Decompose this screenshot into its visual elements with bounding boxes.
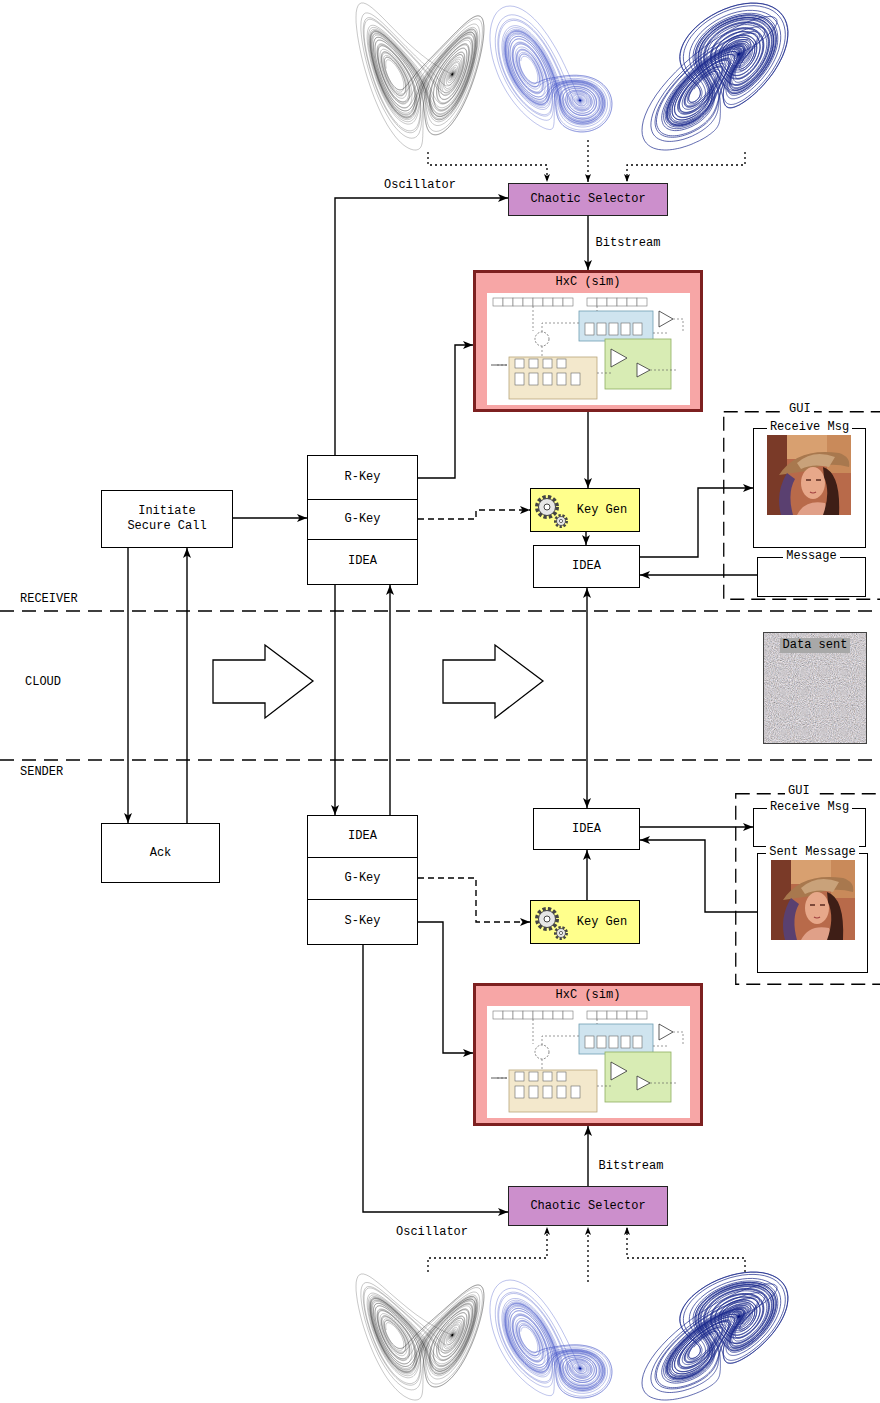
connector-arrow [418,922,473,1053]
process-box: G-Key [307,499,418,541]
simulator-box: HxC (sim) [473,270,703,412]
simulator-box: HxC (sim) [473,983,703,1126]
selector-box: Chaotic Selector [508,1186,668,1226]
connector-arrow [186,548,187,823]
connector-arrow [640,574,757,575]
node-label: Key Gen [577,915,627,930]
lorenz-attractor [356,1274,484,1400]
node-label: Chaotic Selector [530,192,645,207]
gui-region: GUI Receive MsgMessage [723,411,880,600]
edge-label: Oscillator [394,1225,470,1239]
dotted-line [587,140,588,182]
flow-arrows [213,645,543,718]
connector-arrow [586,588,587,808]
lorenz-attractor [356,3,484,150]
gui-region: GUIReceive Msg Sent Message [735,793,880,985]
node-label: IDEA [348,829,377,844]
hollow-arrow [443,645,543,718]
connector-arrow [587,412,588,488]
node-label: G-Key [344,871,380,886]
node-label: S-Key [344,914,380,929]
circuit-schematic [487,1006,690,1118]
process-box: IDEA [533,808,640,850]
node-label: G-Key [344,512,380,527]
node-label: Sent Message [766,845,858,860]
region-title: GUI [786,402,814,417]
region-label: RECEIVER [20,592,78,606]
circuit-schematic [487,293,690,405]
node-label: Key Gen [577,503,627,518]
process-box: Message [757,557,866,597]
region-label: SENDER [20,765,63,779]
dashed-arrow [418,510,530,519]
attractor-plot [490,6,612,132]
node-label: IDEA [348,554,377,569]
image-box: Sent Message [757,853,868,973]
connector-arrow [640,840,757,912]
dashed-separator [0,759,880,760]
chaotic-attractors [356,3,788,1400]
process-box: Receive Msg [753,808,866,847]
photo-thumbnail [771,858,855,940]
process-box: IDEA [533,545,640,588]
region-label: CLOUD [25,675,61,689]
attractor-plot [490,1280,612,1398]
node-label: HxC (sim) [556,275,621,290]
connector-arrow [233,517,307,518]
node-label: HxC (sim) [556,988,621,1003]
attractor-plot [642,1272,788,1400]
selector-box: Chaotic Selector [508,183,668,216]
node-label: Chaotic Selector [530,1199,645,1214]
edge-label: Oscillator [382,178,458,192]
keygen-box: Key Gen [530,488,640,532]
connector-arrow [585,532,586,545]
process-box: G-Key [307,857,418,901]
noise-image-box: Data sent [763,632,867,744]
edge-label: Bitstream [597,1159,666,1173]
node-label: Message [783,549,839,564]
connector-arrow [640,488,753,557]
attractor-plot [642,3,788,150]
node-label: R-Key [344,470,380,485]
image-box: Receive Msg [753,428,866,548]
node-label: Receive Msg [767,420,852,435]
hollow-arrow [213,645,313,718]
connector-arrow [334,585,335,815]
dotted-feeds [428,140,745,1282]
connector-arrow [587,1126,588,1186]
dotted-line [587,1227,588,1282]
node-label: Receive Msg [767,800,852,815]
process-box: Initiate Secure Call [101,490,233,548]
process-box: S-Key [307,899,418,946]
gear-icon [533,902,569,942]
region-title: GUI [785,784,813,799]
connector-arrow [586,850,587,900]
region-separators [0,611,880,760]
dotted-line [627,152,745,182]
connector-arrow [418,345,473,478]
dashed-separator [0,610,880,611]
process-box: Ack [101,823,220,883]
keygen-box: Key Gen [530,900,640,944]
connector-arrow [127,548,128,823]
dotted-line [627,1227,745,1272]
process-box: R-Key [307,455,418,500]
edge-label: Bitstream [594,236,663,250]
connector-arrow [587,216,588,270]
node-label: Ack [150,846,172,861]
dashed-arrow [418,878,530,922]
process-box: IDEA [307,539,418,586]
gear-icon [533,490,569,530]
photo-thumbnail [767,433,851,515]
dashed-outline [736,794,880,985]
connector-arrow [389,585,390,815]
node-label: IDEA [572,822,601,837]
node-label: IDEA [572,559,601,574]
node-label: Initiate Secure Call [123,504,211,534]
dashed-outline [724,412,880,600]
node-label: Data sent [780,638,851,653]
process-box: IDEA [307,815,418,858]
